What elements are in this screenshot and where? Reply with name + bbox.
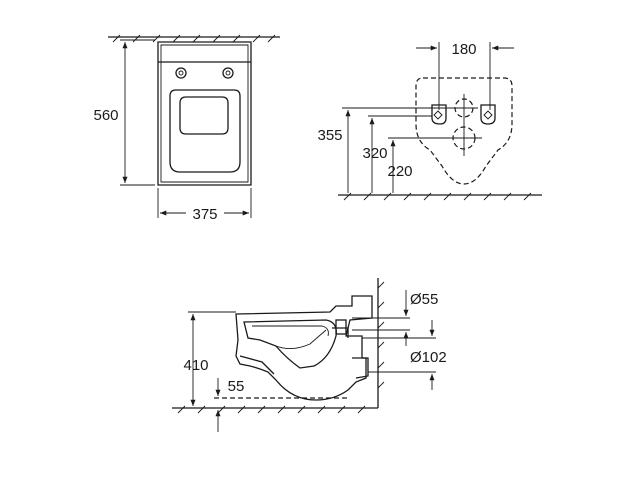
height-dimensions: 355 320 220 <box>317 110 413 193</box>
spacing-dimension: 180 <box>416 41 514 110</box>
top-view-wall <box>108 34 280 43</box>
spacing-label: 180 <box>451 41 476 58</box>
depth-label: 560 <box>93 107 118 124</box>
width-dimension: 375 <box>157 188 252 223</box>
side-view-wall <box>377 278 385 408</box>
front-view: 180 355 320 <box>317 41 542 201</box>
top-view: 560 375 <box>93 34 280 223</box>
rim-height-label: 410 <box>183 357 208 374</box>
side-view-floor <box>172 405 378 414</box>
front-view-floor <box>338 192 542 201</box>
outlet-diameter-dimension: Ø102 <box>362 320 447 390</box>
width-label: 375 <box>192 206 217 223</box>
mounting-bolts <box>431 104 496 125</box>
floor-gap-label: 55 <box>228 378 245 395</box>
outlet-center <box>446 122 482 156</box>
rim-height-dimension: 410 <box>183 311 236 406</box>
inlet-center <box>450 94 478 122</box>
floor-gap-dimension: 55 <box>214 378 350 432</box>
depth-dimension: 560 <box>93 39 155 186</box>
height-b-label: 320 <box>362 145 387 162</box>
height-c-label: 220 <box>387 163 412 180</box>
outlet-diameter-label: Ø102 <box>410 349 447 366</box>
height-a-label: 355 <box>317 127 342 144</box>
top-view-bowl <box>157 41 252 186</box>
bowl-silhouette <box>415 77 513 185</box>
bowl-profile <box>235 295 373 401</box>
side-view: 410 55 Ø55 Ø102 <box>172 278 447 432</box>
inlet-diameter-dimension: Ø55 <box>352 290 438 346</box>
inlet-diameter-label: Ø55 <box>410 291 438 308</box>
